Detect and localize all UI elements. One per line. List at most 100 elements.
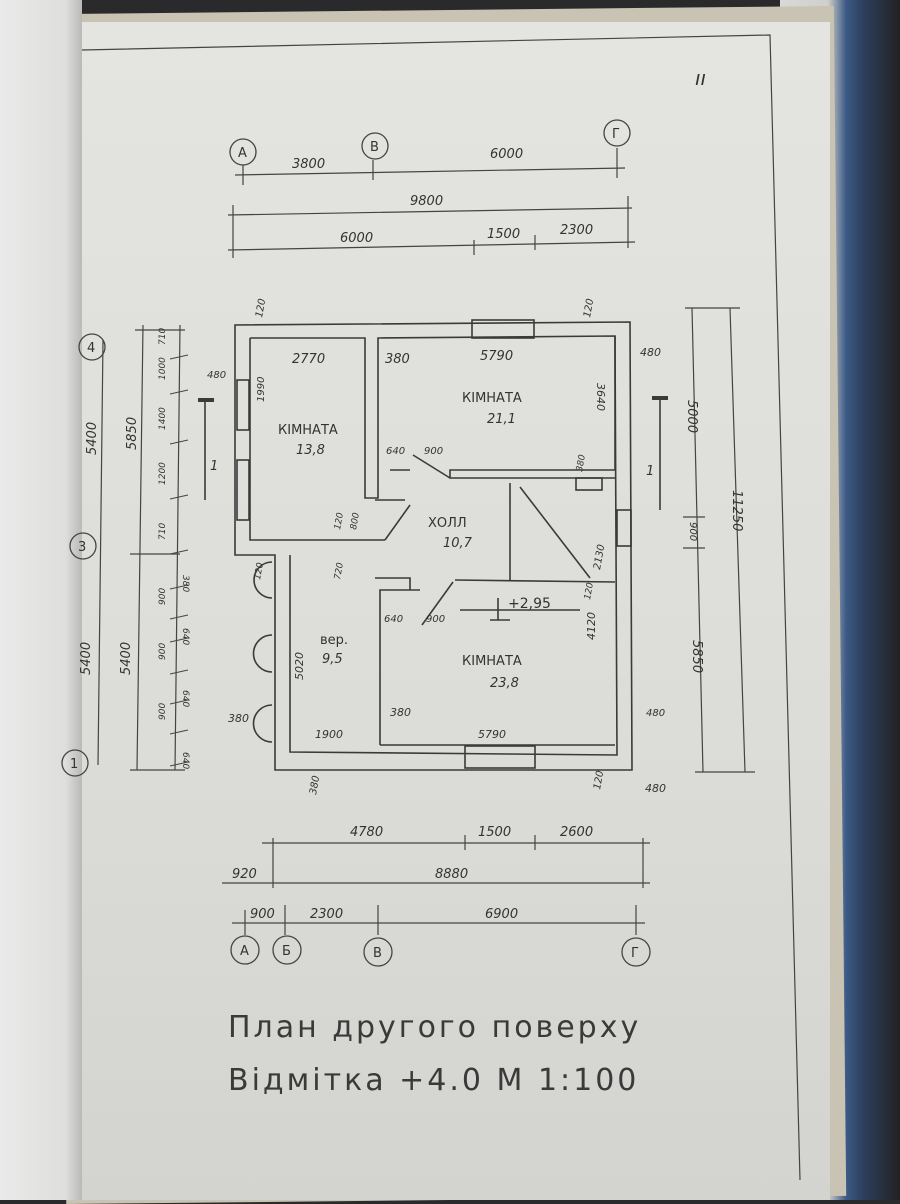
dim-label: 2130 [592, 544, 607, 571]
room-area: 9,5 [322, 652, 343, 667]
axis-marker-bottom-g [621, 937, 651, 967]
dim-label: 920 [232, 867, 257, 882]
room-name: КІМНАТА [462, 391, 522, 406]
dim-label: 720 [333, 562, 346, 581]
dim-label: 380 [228, 712, 249, 725]
dim-label: 2300 [560, 223, 593, 238]
dim-label: 1990 [256, 377, 267, 402]
dim-label: 900 [250, 907, 275, 922]
room-name: вер. [320, 633, 348, 648]
axis-label: Г [612, 127, 620, 142]
axis-marker-left-1 [61, 749, 89, 777]
dim-label: 640 [180, 752, 190, 769]
dim-label: 120 [254, 298, 268, 319]
dim-label: 380 [385, 352, 410, 367]
dim-label: 710 [158, 523, 168, 540]
dim-label: 5020 [293, 652, 306, 680]
dim-label: 6900 [485, 907, 518, 922]
dim-tick [169, 614, 189, 620]
dim-label: 710 [158, 328, 168, 345]
dim-label: 3640 [594, 383, 607, 411]
dim-label: 1200 [158, 462, 168, 485]
axis-label: В [373, 946, 382, 961]
axis-label: Г [631, 946, 639, 961]
dim-label: 640 [386, 446, 405, 457]
axis-marker-bottom-b [272, 935, 302, 965]
left-page [0, 0, 82, 1200]
dim-label: 6000 [340, 231, 373, 246]
axis-marker-top-a [229, 138, 257, 166]
dim-tick [169, 761, 189, 767]
dim-label: 900 [158, 703, 168, 720]
dim-label: 900 [158, 588, 168, 605]
dim-label: 5400 [119, 642, 134, 675]
dim-label: 1000 [158, 357, 168, 380]
dim-label: 800 [349, 512, 362, 531]
dim-label: 480 [646, 708, 665, 719]
dim-label: 480 [207, 370, 226, 381]
dim-tick [169, 699, 189, 705]
dim-tick [169, 729, 189, 735]
dim-label: 5790 [478, 728, 506, 741]
room-area: 10,7 [443, 536, 473, 551]
dim-label: 120 [583, 582, 596, 601]
dim-tick [169, 494, 189, 500]
dim-label: 1500 [487, 227, 520, 242]
axis-marker-left-4 [78, 333, 106, 361]
room-area: 23,8 [490, 676, 519, 691]
dim-label: 2300 [310, 907, 343, 922]
dim-tick [169, 549, 189, 555]
axis-marker-top-v [361, 132, 389, 160]
axis-label: Б [282, 944, 291, 959]
dim-label: 120 [592, 770, 606, 791]
sheet-frame [81, 34, 801, 1181]
axis-label: 3 [78, 540, 86, 555]
axis-marker-top-g [603, 119, 631, 147]
dim-label: 5400 [85, 422, 100, 455]
dim-label: 2600 [560, 825, 593, 840]
dim-label: 480 [645, 782, 666, 795]
room-area: 21,1 [487, 412, 516, 427]
axis-label: 4 [87, 341, 95, 356]
dim-label: 900 [426, 614, 445, 625]
dim-label: 5000 [684, 400, 699, 433]
dim-tick [169, 439, 189, 445]
axis-marker-bottom-a [230, 935, 260, 965]
section-mark-left: 1 [210, 459, 218, 474]
dim-label: 5850 [689, 640, 704, 673]
dim-label: 900 [158, 643, 168, 660]
sheet-number: ıı [695, 66, 706, 90]
drawing-subtitle: Відмітка +4.0 М 1:100 [228, 1063, 639, 1098]
dim-label: 380 [180, 575, 190, 592]
room-name: КІМНАТА [462, 654, 522, 669]
dim-label: 380 [308, 775, 322, 796]
drawing-title: План другого поверху [228, 1010, 641, 1045]
dim-label: 4120 [585, 612, 598, 640]
dim-label: 9800 [410, 194, 443, 209]
dim-label: 120 [582, 298, 596, 319]
dim-label: 380 [575, 454, 588, 473]
dim-tick [169, 637, 189, 643]
dim-label: 4780 [350, 825, 383, 840]
dim-label: 120 [333, 512, 346, 531]
dim-label: 6000 [490, 147, 523, 162]
dim-tick [169, 584, 189, 590]
dim-label: 480 [640, 346, 661, 359]
dim-label: 1500 [478, 825, 511, 840]
room-name: КІМНАТА [278, 423, 338, 438]
room-area: 13,8 [296, 443, 325, 458]
dim-label: 3800 [292, 157, 325, 172]
axis-marker-bottom-v [363, 937, 393, 967]
level-mark: +2,95 [508, 596, 551, 612]
drawing-sheet [70, 22, 830, 1200]
axis-label: 1 [70, 757, 78, 772]
dim-tick [169, 354, 189, 360]
walls [198, 319, 668, 771]
dim-label: 8880 [435, 867, 468, 882]
dim-label: 900 [687, 522, 698, 541]
dim-label: 1400 [158, 407, 168, 430]
dim-label: 5850 [125, 417, 140, 450]
dim-label: 5790 [480, 349, 513, 364]
dim-label: 2770 [292, 352, 325, 367]
